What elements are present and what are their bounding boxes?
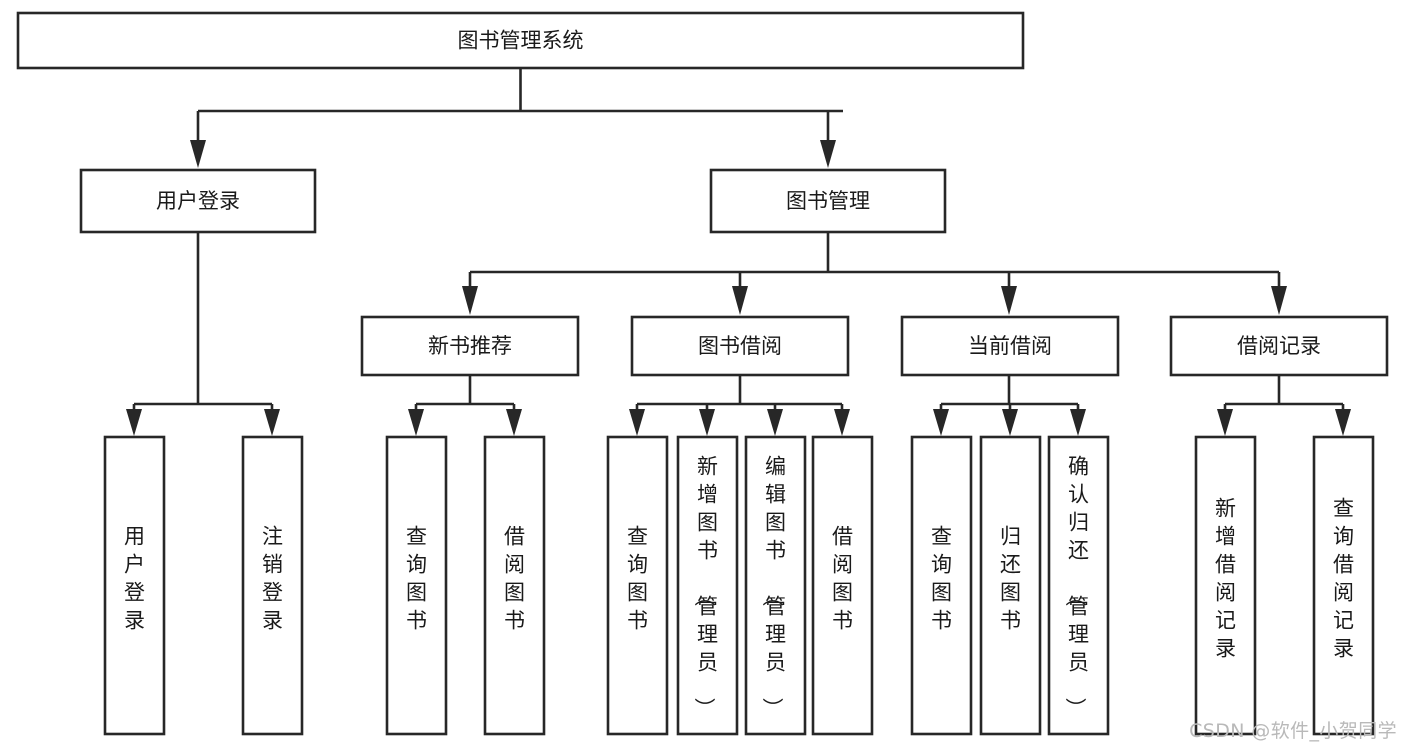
leaf-node-box[interactable] bbox=[811, 435, 874, 736]
leaf-node-box[interactable] bbox=[979, 435, 1042, 736]
node-current-borrow-label: 当前借阅 bbox=[968, 334, 1052, 358]
node-book-borrow-label: 图书借阅 bbox=[698, 334, 782, 358]
leaf-node-label: 查询图书 bbox=[406, 525, 427, 633]
leaf-node-box[interactable] bbox=[1312, 435, 1375, 736]
node-book-manage[interactable]: 图书管理 bbox=[709, 168, 947, 234]
leaf-node-label: 归还图书 bbox=[1000, 525, 1021, 633]
leaf-node[interactable]: 查询图书 bbox=[606, 435, 669, 736]
leaf-node-label: 新增图书（管理员） bbox=[692, 455, 718, 719]
leaf-node[interactable]: 借阅图书 bbox=[811, 435, 874, 736]
leaf-node[interactable]: 查询图书 bbox=[910, 435, 973, 736]
node-new-book-recommend-label: 新书推荐 bbox=[428, 334, 512, 358]
leaf-node-label: 编辑图书（管理员） bbox=[760, 455, 786, 719]
node-book-manage-label: 图书管理 bbox=[786, 189, 870, 213]
leaf-node-label: 借阅图书 bbox=[504, 525, 525, 633]
node-current-borrow-box[interactable] bbox=[900, 315, 1120, 377]
node-user-login[interactable]: 用户登录 bbox=[79, 168, 317, 234]
leaf-node-label: 查询图书 bbox=[627, 525, 648, 633]
node-current-borrow[interactable]: 当前借阅 bbox=[900, 315, 1120, 377]
node-root[interactable]: 图书管理系统 bbox=[16, 11, 1025, 70]
leaf-node-label: 查询图书 bbox=[931, 525, 952, 633]
leaf-node-box[interactable] bbox=[483, 435, 546, 736]
connector-group-book-borrow bbox=[629, 375, 850, 436]
leaf-node-label: 注销登录 bbox=[262, 525, 283, 633]
connector-group-borrow-record bbox=[1217, 375, 1351, 436]
connector-group-book-manage bbox=[462, 232, 1287, 315]
leaf-node[interactable]: 归还图书 bbox=[979, 435, 1042, 736]
leaf-node-label: 新增借阅记录 bbox=[1215, 497, 1236, 661]
leaf-node[interactable]: 确认归还（管理员） bbox=[1047, 435, 1110, 736]
node-book-borrow-box[interactable] bbox=[630, 315, 850, 377]
node-borrow-record-label: 借阅记录 bbox=[1237, 334, 1321, 358]
leaf-node-box[interactable] bbox=[1194, 435, 1257, 736]
leaf-node-box[interactable] bbox=[606, 435, 669, 736]
node-borrow-record-box[interactable] bbox=[1169, 315, 1389, 377]
node-book-manage-box[interactable] bbox=[709, 168, 947, 234]
connector-group-user-login bbox=[126, 232, 280, 436]
leaf-node-layer: 用户登录 注销登录 查询图书 借阅图书 查询图书 新增图书（管理员） 编辑图书（管理员） 借阅… bbox=[103, 435, 1375, 736]
node-root-label: 图书管理系统 bbox=[458, 29, 584, 53]
csdn-watermark: CSDN @软件_小贺同学 bbox=[1189, 720, 1397, 742]
node-book-borrow[interactable]: 图书借阅 bbox=[630, 315, 850, 377]
leaf-node[interactable]: 注销登录 bbox=[241, 435, 304, 736]
leaf-node-box[interactable] bbox=[744, 435, 807, 736]
leaf-node[interactable]: 借阅图书 bbox=[483, 435, 546, 736]
leaf-node-box[interactable] bbox=[241, 435, 304, 736]
leaf-node-label: 确认归还（管理员） bbox=[1063, 455, 1089, 719]
leaf-node-box[interactable] bbox=[910, 435, 973, 736]
connector-group-new-book-recommend bbox=[408, 375, 522, 436]
leaf-node-box[interactable] bbox=[676, 435, 739, 736]
leaf-node[interactable]: 查询图书 bbox=[385, 435, 448, 736]
node-user-login-box[interactable] bbox=[79, 168, 317, 234]
leaf-node-label: 用户登录 bbox=[124, 525, 145, 633]
leaf-node[interactable]: 编辑图书（管理员） bbox=[744, 435, 807, 736]
node-borrow-record[interactable]: 借阅记录 bbox=[1169, 315, 1389, 377]
leaf-node[interactable]: 查询借阅记录 bbox=[1312, 435, 1375, 736]
leaf-node-label: 查询借阅记录 bbox=[1333, 497, 1354, 661]
connector-group-current-borrow bbox=[933, 375, 1086, 436]
leaf-node-label: 借阅图书 bbox=[832, 525, 853, 633]
connector-group-root bbox=[190, 68, 843, 168]
leaf-node-box[interactable] bbox=[1047, 435, 1110, 736]
leaf-node-box[interactable] bbox=[103, 435, 166, 736]
node-new-book-recommend[interactable]: 新书推荐 bbox=[360, 315, 580, 377]
node-user-login-label: 用户登录 bbox=[156, 189, 240, 213]
node-new-book-recommend-box[interactable] bbox=[360, 315, 580, 377]
leaf-node[interactable]: 用户登录 bbox=[103, 435, 166, 736]
node-root-box[interactable] bbox=[16, 11, 1025, 70]
leaf-node[interactable]: 新增图书（管理员） bbox=[676, 435, 739, 736]
leaf-node-box[interactable] bbox=[385, 435, 448, 736]
leaf-node[interactable]: 新增借阅记录 bbox=[1194, 435, 1257, 736]
